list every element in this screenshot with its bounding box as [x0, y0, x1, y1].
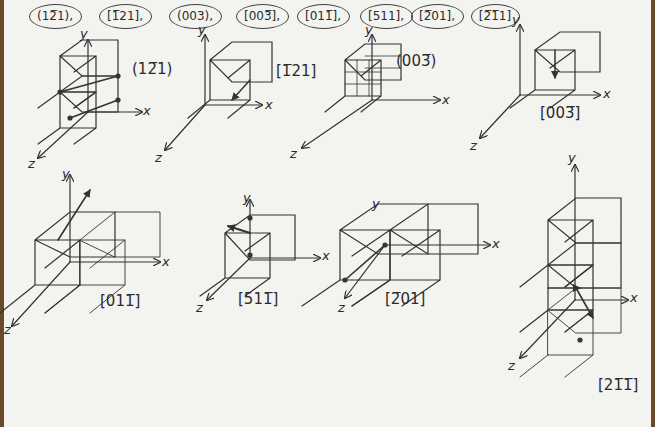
table-edge [651, 0, 655, 427]
circled-index: [2̅01], [411, 4, 464, 29]
axis-letter: z [338, 300, 345, 316]
axis-letter: y [80, 26, 88, 42]
axis-letter: x [492, 236, 500, 252]
direction-label: [511̅] [238, 290, 278, 308]
axis-letter: y [568, 150, 576, 166]
direction-label: [2̅01] [385, 290, 425, 308]
circled-index: (12̅1), [29, 4, 82, 29]
axis-letter: z [28, 156, 35, 172]
axis-letter: z [196, 300, 203, 316]
direction-label: [003̅] [540, 104, 580, 122]
axis-letter: y [243, 190, 251, 206]
table-edge [0, 0, 4, 427]
miller-index: (003), [177, 9, 213, 23]
direction-label: [1̅21] [276, 62, 316, 80]
miller-index: [003̅], [244, 9, 280, 23]
circled-index: [003̅], [236, 4, 289, 29]
axis-letter: z [155, 150, 162, 166]
miller-index: [011̅], [305, 9, 341, 23]
direction-label: (003̅) [396, 52, 436, 70]
axis-letter: x [143, 103, 151, 119]
axis-letter: x [265, 97, 273, 113]
miller-index: (12̅1), [37, 9, 73, 23]
axis-letter: x [630, 290, 638, 306]
axis-letter: x [603, 86, 611, 102]
miller-index: [2̅1̅1] [479, 9, 511, 23]
axis-letter: y [512, 12, 520, 28]
axis-letter: z [290, 146, 297, 162]
circled-index: [011̅], [297, 4, 350, 29]
miller-index: [1̅21], [107, 9, 143, 23]
axis-letter: x [322, 248, 330, 264]
circled-index: (003), [169, 4, 222, 29]
circled-index: [1̅21], [99, 4, 152, 29]
axis-letter: y [365, 22, 373, 38]
axis-letter: y [372, 196, 380, 212]
direction-label: [21̅1̅] [598, 376, 638, 394]
axis-letter: z [470, 138, 477, 154]
axis-letter: z [4, 322, 11, 338]
axis-letter: y [198, 22, 206, 38]
axis-letter: x [442, 92, 450, 108]
direction-label: (12̅1) [132, 60, 172, 78]
direction-label: [011̅] [100, 292, 140, 310]
miller-index: [2̅01], [419, 9, 455, 23]
axis-letter: z [508, 358, 515, 374]
axis-letter: y [62, 166, 70, 182]
miller-index: [511], [368, 9, 404, 23]
axis-letter: x [162, 254, 170, 270]
